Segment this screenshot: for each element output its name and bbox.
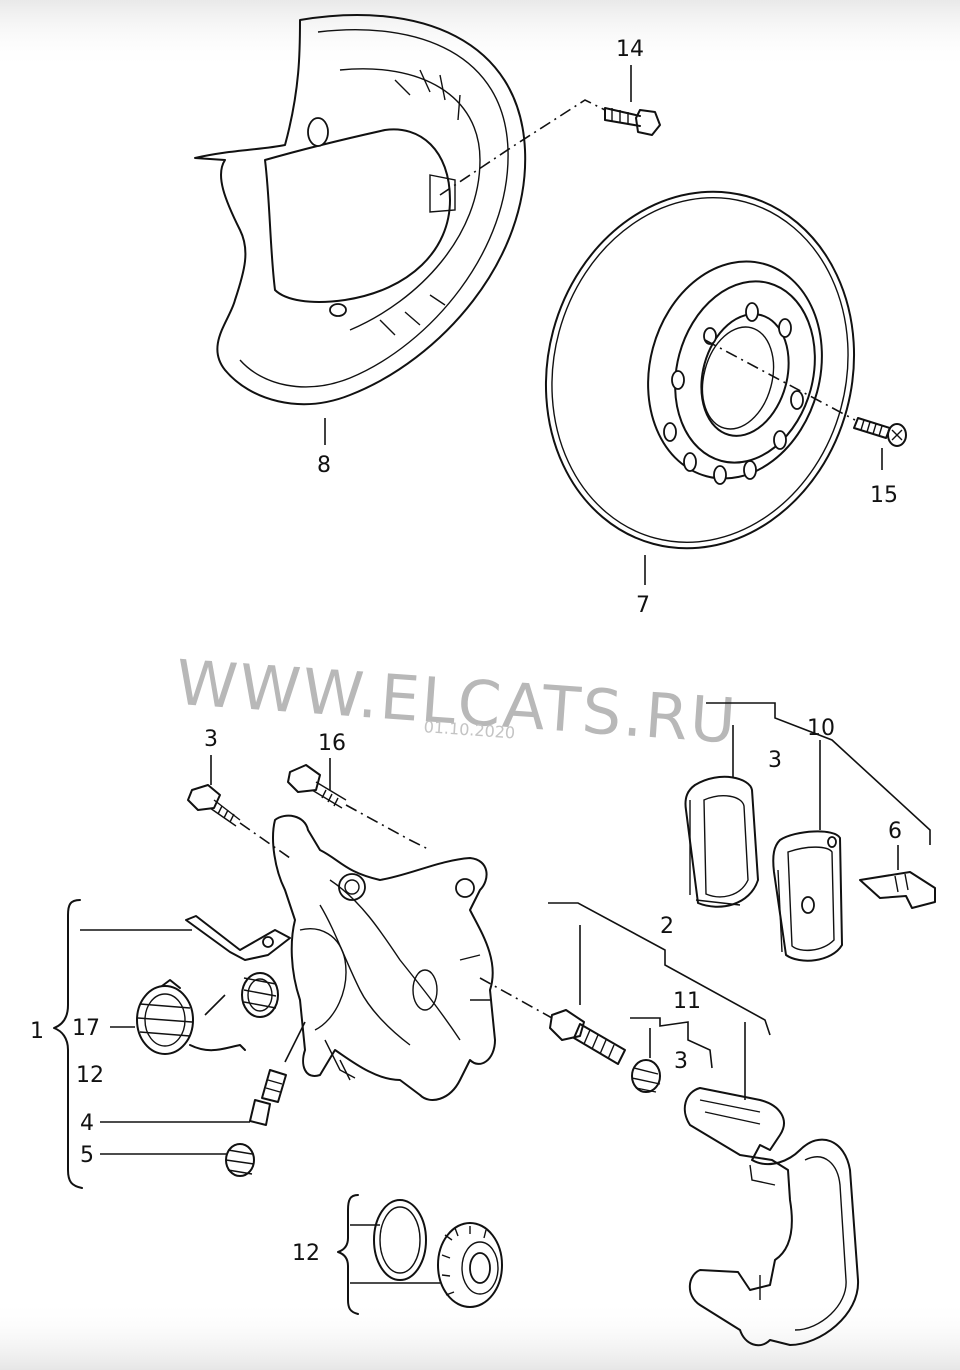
guide-pin — [549, 1009, 626, 1065]
callout-3-bolt: 3 — [204, 727, 218, 752]
leader-spring — [204, 994, 226, 1016]
dash-line-pin — [479, 977, 553, 1019]
bracket-11 — [630, 1017, 713, 1069]
caliper-housing — [272, 814, 496, 1101]
callout-17: 17 — [72, 1016, 100, 1041]
bracket-2 — [548, 902, 771, 1036]
callout-12-top: 12 — [76, 1063, 104, 1088]
dust-cap-5 — [225, 1143, 255, 1177]
callout-8: 8 — [317, 453, 331, 478]
callout-11: 11 — [673, 989, 701, 1014]
screw-15 — [853, 417, 907, 447]
watermark-text: WWW.ELCATS.RU — [174, 646, 740, 758]
callout-7: 7 — [636, 593, 650, 618]
callout-5: 5 — [80, 1143, 94, 1168]
coil-spring-17 — [136, 979, 246, 1055]
callout-4: 4 — [80, 1111, 94, 1136]
bottom-shade — [0, 1300, 960, 1370]
caliper-carrier — [683, 1087, 860, 1347]
callout-15: 15 — [870, 483, 898, 508]
caliper-lever — [185, 915, 291, 961]
dash-line-3 — [239, 822, 291, 859]
bolt-14 — [604, 107, 661, 136]
guide-boot — [631, 1059, 661, 1093]
bolt-3 — [187, 784, 241, 827]
callout-3-boot: 3 — [674, 1049, 688, 1074]
brace-12 — [337, 1194, 359, 1315]
bolt-16 — [287, 764, 347, 809]
watermark: WWW.ELCATS.RU 01.10.2020 — [174, 646, 740, 758]
brake-disc — [544, 190, 856, 550]
spring-clip-6 — [859, 871, 936, 909]
dust-boot — [437, 1222, 503, 1308]
return-spring — [241, 972, 279, 1018]
bleeder-valve-4 — [249, 1069, 287, 1126]
callout-10: 10 — [807, 716, 835, 741]
dash-line-15 — [704, 339, 856, 421]
brace-1 — [53, 899, 83, 1189]
piston-seal — [373, 1199, 427, 1281]
dash-line-14 — [439, 99, 606, 196]
callout-2: 2 — [660, 914, 674, 939]
dust-shield — [194, 14, 527, 406]
brake-pad-inner — [772, 830, 843, 962]
callout-1: 1 — [30, 1019, 44, 1044]
callout-14: 14 — [616, 37, 644, 62]
dash-line-16 — [345, 804, 431, 851]
bracket-10 — [706, 702, 931, 845]
callout-6: 6 — [888, 819, 902, 844]
top-shade — [0, 0, 960, 70]
callout-3-pad: 3 — [768, 748, 782, 773]
callout-16: 16 — [318, 731, 346, 756]
callout-12-bottom: 12 — [292, 1241, 320, 1266]
leader-bleeder — [284, 1021, 306, 1063]
brake-pad-outer — [684, 775, 759, 908]
